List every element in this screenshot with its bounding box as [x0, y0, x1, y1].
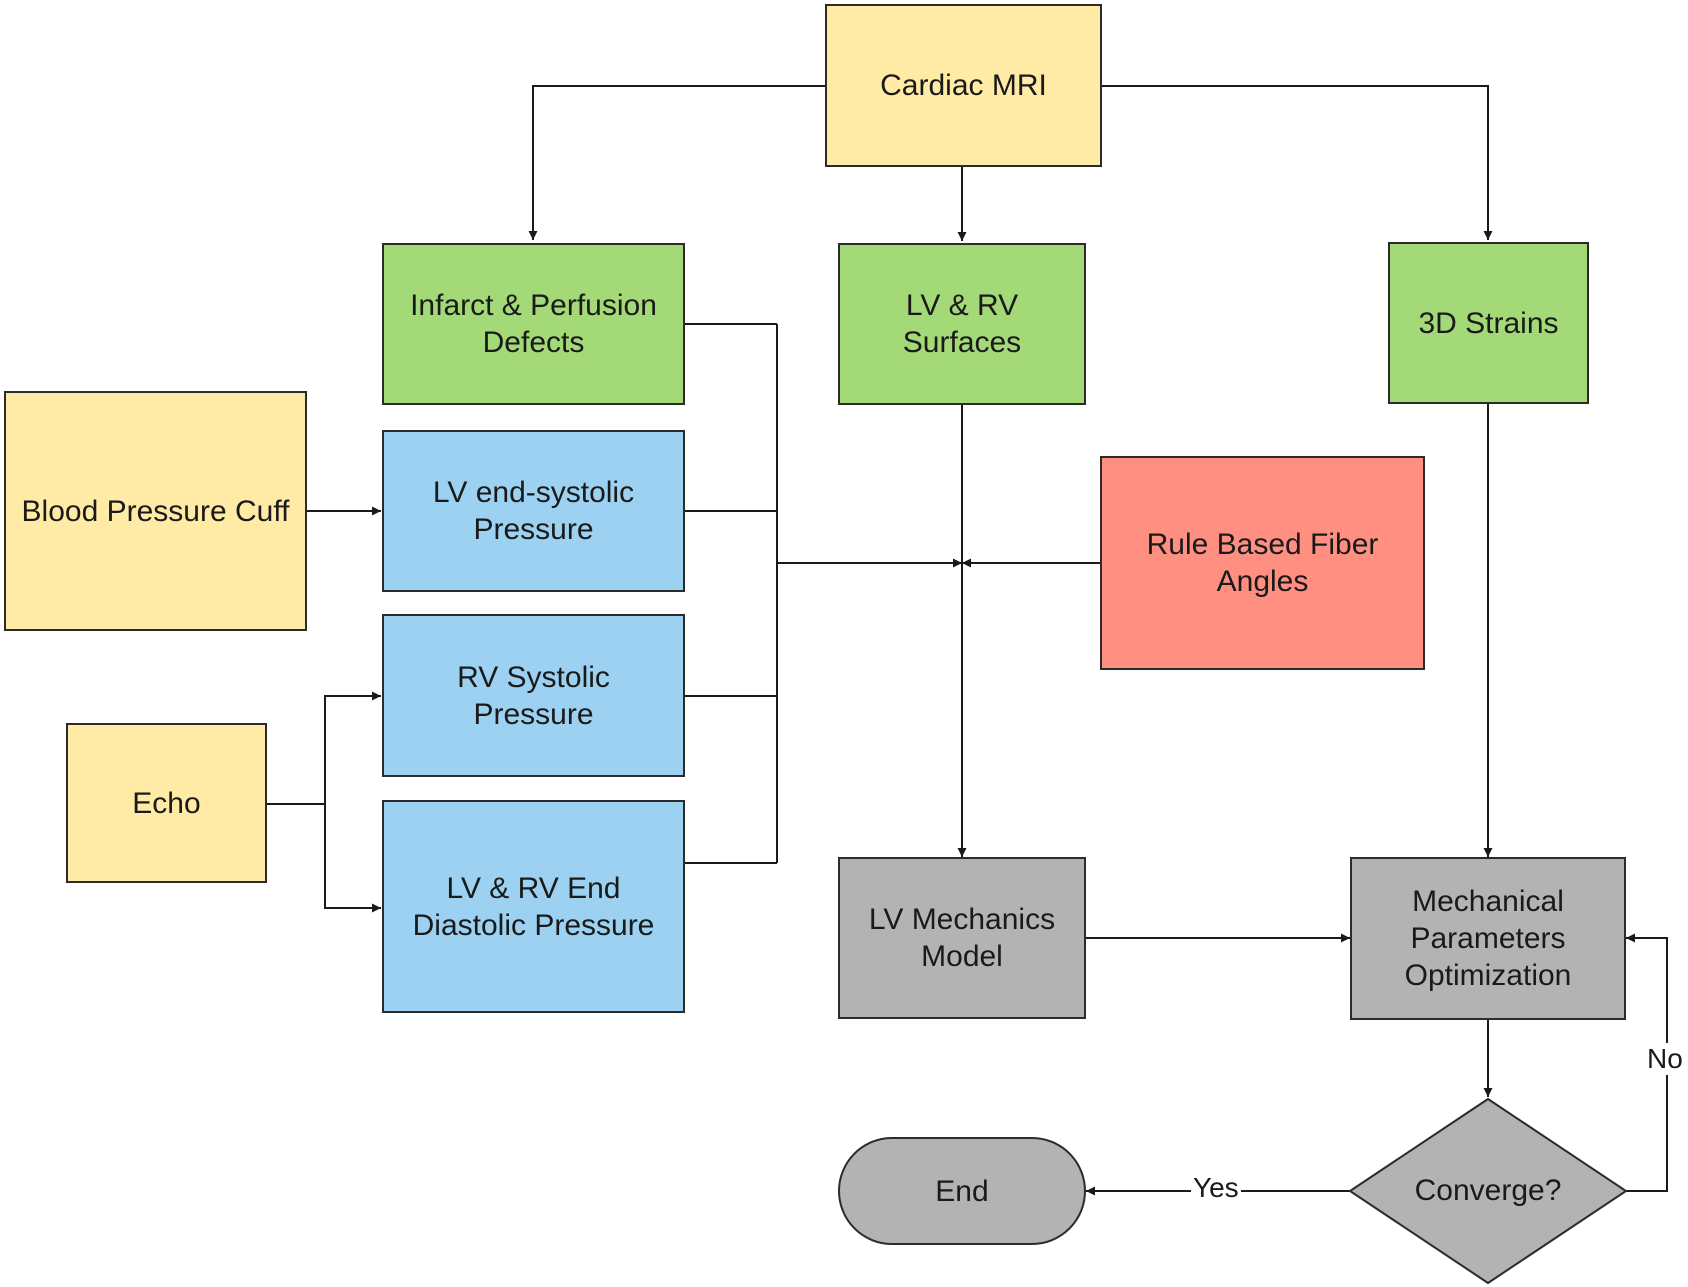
- no-edge-label: No: [1645, 1043, 1685, 1075]
- fiber-angles-label: Rule Based Fiber Angles: [1146, 528, 1379, 598]
- lv-esp-node: LV end-systolic Pressure: [382, 430, 685, 592]
- mechanics-model-label: LV Mechanics Model: [868, 903, 1056, 973]
- edp-label: LV & RV End Diastolic Pressure: [412, 871, 655, 942]
- optimization-node: Mechanical Parameters Optimization: [1350, 857, 1626, 1020]
- edge-echo-edp: [324, 804, 381, 913]
- yes-edge-label: Yes: [1191, 1172, 1241, 1204]
- infarct-node: Infarct & Perfusion Defects: [382, 243, 685, 405]
- bp-cuff-node: Blood Pressure Cuff: [4, 391, 307, 631]
- strains-label: 3D Strains: [1418, 306, 1559, 340]
- echo-label: Echo: [132, 786, 201, 820]
- fiber-angles-node: Rule Based Fiber Angles: [1100, 456, 1425, 670]
- echo-node: Echo: [66, 723, 267, 883]
- converge-label: Converge?: [1414, 1174, 1562, 1207]
- infarct-label: Infarct & Perfusion Defects: [410, 289, 657, 359]
- end-label: End: [935, 1174, 989, 1208]
- edp-node: LV & RV End Diastolic Pressure: [382, 800, 685, 1013]
- cardiac-mri-label: Cardiac MRI: [880, 69, 1047, 102]
- rv-sp-node: RV Systolic Pressure: [382, 614, 685, 777]
- surfaces-node: LV & RV Surfaces: [838, 243, 1086, 405]
- edge-mri-infarct: [528, 85, 825, 240]
- cardiac-mri-node: Cardiac MRI: [825, 4, 1102, 167]
- optimization-label: Mechanical Parameters Optimization: [1404, 885, 1572, 992]
- edge-mri-strains: [1101, 85, 1493, 240]
- mechanics-model-node: LV Mechanics Model: [838, 857, 1086, 1019]
- lv-esp-label: LV end-systolic Pressure: [432, 476, 635, 546]
- edge-echo-rvsp: [324, 691, 381, 804]
- surfaces-label: LV & RV Surfaces: [902, 289, 1022, 359]
- rv-sp-label: RV Systolic Pressure: [457, 660, 610, 731]
- bp-cuff-label: Blood Pressure Cuff: [21, 494, 290, 528]
- converge-diamond-shape: [1348, 1097, 1628, 1285]
- end-node: End: [838, 1137, 1086, 1245]
- strains-node: 3D Strains: [1388, 242, 1589, 404]
